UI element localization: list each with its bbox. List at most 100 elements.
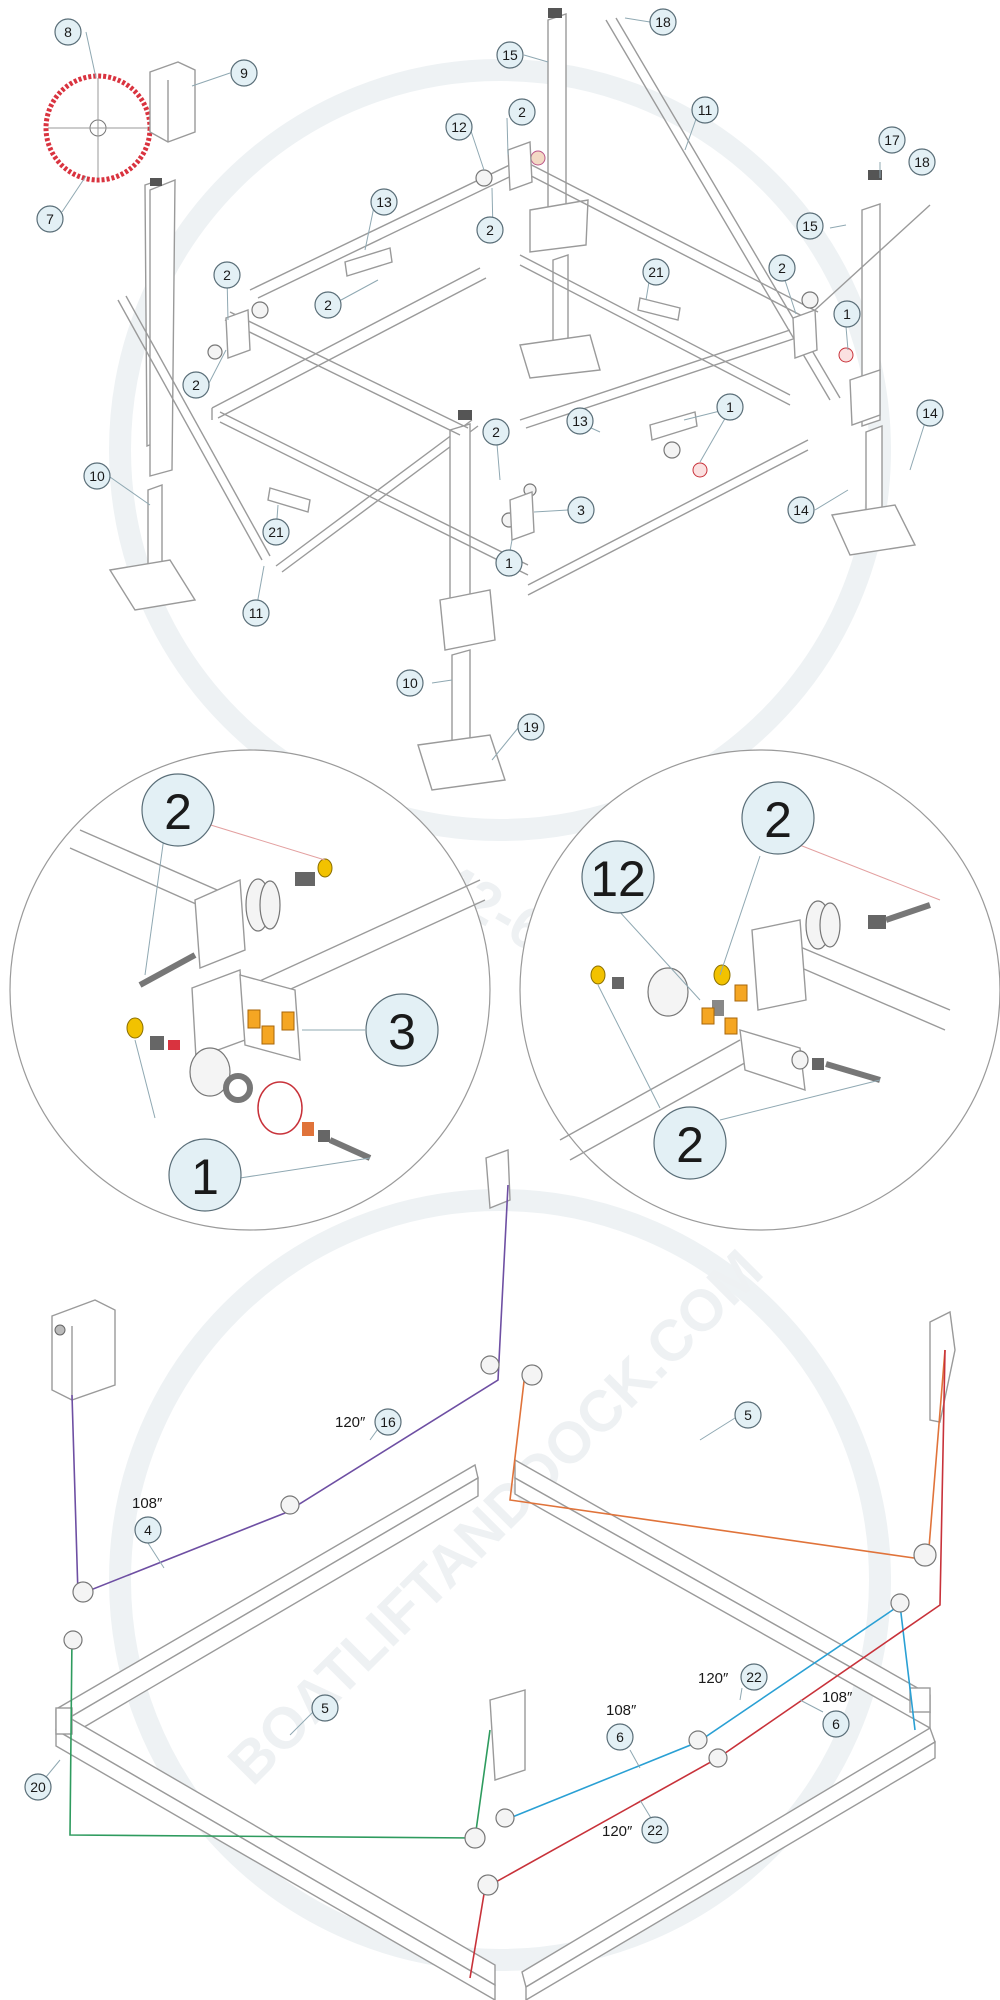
detail-callout-2: 2	[741, 781, 815, 855]
part-callout-2: 2	[768, 254, 796, 282]
svg-text:2: 2	[164, 784, 192, 840]
part-callout-2: 2	[508, 98, 536, 126]
part-callout-8: 8	[54, 18, 82, 46]
svg-text:14: 14	[793, 502, 809, 518]
detail-view-left: 2 3 1	[9, 749, 491, 1231]
svg-text:2: 2	[324, 297, 332, 313]
part-callout-2: 2	[314, 291, 342, 319]
svg-text:2: 2	[676, 1117, 704, 1173]
post-right	[830, 203, 917, 556]
svg-text:6: 6	[616, 1729, 624, 1745]
svg-text:2: 2	[486, 222, 494, 238]
svg-text:20: 20	[30, 1779, 46, 1795]
svg-text:21: 21	[268, 524, 284, 540]
detail-callout-1: 1	[168, 1138, 242, 1212]
part-callout-1: 1	[495, 549, 523, 577]
svg-text:2: 2	[764, 792, 792, 848]
part-callout-11: 11	[242, 599, 270, 627]
detail-callout-12: 12	[581, 840, 655, 914]
svg-text:22: 22	[647, 1822, 663, 1838]
cable-length-22: 120″	[602, 1823, 633, 1840]
cable-length-22: 120″	[698, 1670, 729, 1687]
part-callout-17: 17	[878, 126, 906, 154]
part-callout-15: 15	[496, 41, 524, 69]
steering-wheel-icon	[43, 73, 153, 183]
part-callout-15: 15	[796, 212, 824, 240]
cable-length-6: 108″	[606, 1702, 637, 1719]
cable-length-16: 120″	[335, 1414, 366, 1431]
cable-callout-5: 5	[734, 1401, 762, 1429]
part-callout-1: 1	[716, 393, 744, 421]
winch-gearbox	[149, 61, 196, 143]
part-callout-14: 14	[787, 496, 815, 524]
svg-text:12: 12	[590, 851, 646, 907]
svg-text:10: 10	[402, 675, 418, 691]
part-callout-7: 7	[36, 205, 64, 233]
svg-text:5: 5	[744, 1407, 752, 1423]
part-callout-13: 13	[370, 188, 398, 216]
svg-text:5: 5	[321, 1700, 329, 1716]
detail-callout-3: 3	[365, 993, 439, 1067]
part-callout-2: 2	[213, 261, 241, 289]
svg-text:2: 2	[778, 260, 786, 276]
svg-text:3: 3	[388, 1004, 416, 1060]
part-callout-21: 21	[642, 258, 670, 286]
pulley-icon	[63, 1355, 937, 1896]
svg-text:17: 17	[884, 132, 900, 148]
part-callout-10: 10	[396, 669, 424, 697]
svg-text:1: 1	[191, 1149, 219, 1205]
cable-length-6: 108″	[822, 1689, 853, 1706]
svg-text:1: 1	[505, 555, 513, 571]
svg-text:2: 2	[192, 377, 200, 393]
part-callout-1: 1	[833, 300, 861, 328]
cable-callout-22: 22	[740, 1663, 768, 1691]
svg-text:7: 7	[46, 211, 54, 227]
post-back	[519, 13, 601, 379]
svg-text:21: 21	[648, 264, 664, 280]
svg-text:9: 9	[240, 65, 248, 81]
svg-text:15: 15	[802, 218, 818, 234]
detail-callout-2: 2	[141, 773, 215, 847]
part-callout-2: 2	[482, 418, 510, 446]
cable-callout-20: 20	[24, 1773, 52, 1801]
post-left	[108, 178, 197, 611]
cable-callout-6: 6	[822, 1710, 850, 1738]
svg-text:1: 1	[726, 399, 734, 415]
svg-text:13: 13	[376, 194, 392, 210]
part-callout-3: 3	[567, 496, 595, 524]
part-callout-11: 11	[691, 96, 719, 124]
part-callout-21: 21	[262, 518, 290, 546]
svg-text:2: 2	[492, 424, 500, 440]
motor-gearbox-icon	[51, 1299, 116, 1401]
svg-text:2: 2	[223, 267, 231, 283]
part-callout-19: 19	[517, 713, 545, 741]
svg-text:10: 10	[89, 468, 105, 484]
svg-text:11: 11	[698, 102, 713, 118]
part-callout-12: 12	[445, 113, 473, 141]
svg-text:1: 1	[843, 306, 851, 322]
part-callout-18: 18	[649, 8, 677, 36]
svg-text:8: 8	[64, 24, 72, 40]
svg-text:19: 19	[523, 719, 539, 735]
svg-text:13: 13	[572, 413, 588, 429]
svg-text:14: 14	[922, 405, 938, 421]
svg-text:12: 12	[451, 119, 467, 135]
cable-callout-22: 22	[641, 1816, 669, 1844]
part-callout-14: 14	[916, 399, 944, 427]
svg-text:18: 18	[914, 154, 930, 170]
cable-callout-6: 6	[606, 1723, 634, 1751]
part-callout-10: 10	[83, 462, 111, 490]
part-callout-9: 9	[230, 59, 258, 87]
svg-text:15: 15	[502, 47, 518, 63]
cable-callout-4: 4	[134, 1516, 162, 1544]
cable-callout-16: 16	[374, 1408, 402, 1436]
lift-frame-exploded	[43, 8, 931, 791]
svg-text:4: 4	[144, 1522, 152, 1538]
part-callout-2: 2	[476, 216, 504, 244]
part-callouts-top: 8 9 7 15 18 2 12 11 17 18 2 13 15 2 2 21…	[36, 8, 944, 741]
svg-text:2: 2	[518, 104, 526, 120]
svg-text:6: 6	[832, 1716, 840, 1732]
cable-length-4: 108″	[132, 1495, 163, 1512]
post-front	[417, 423, 506, 791]
